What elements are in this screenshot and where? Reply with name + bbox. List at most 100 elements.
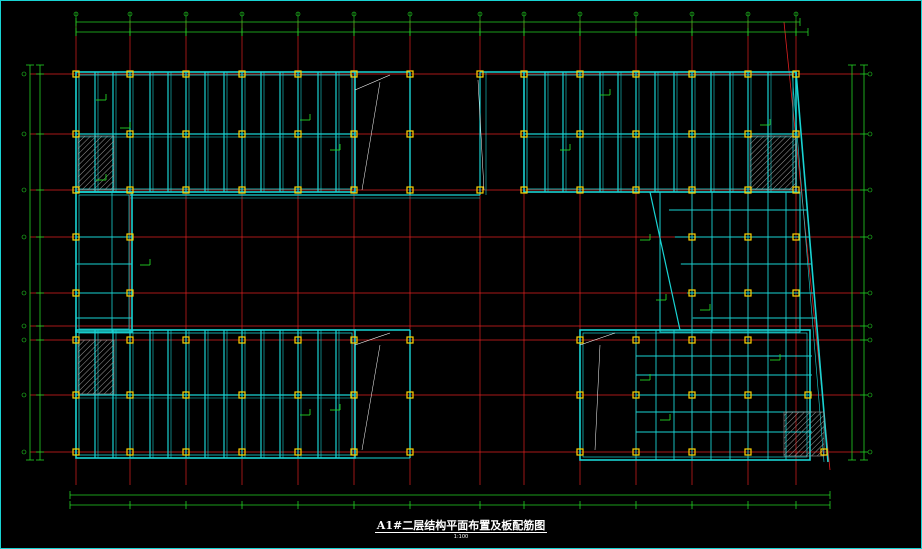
column-marker bbox=[72, 289, 80, 297]
column-marker bbox=[632, 391, 640, 399]
column-marker bbox=[406, 186, 414, 194]
beam-outline bbox=[75, 329, 356, 459]
axis-bubble bbox=[21, 337, 27, 343]
column-marker bbox=[350, 130, 358, 138]
column-marker bbox=[688, 391, 696, 399]
column-marker bbox=[744, 391, 752, 399]
column-marker bbox=[792, 70, 800, 78]
column-marker bbox=[238, 186, 246, 194]
column-marker bbox=[744, 130, 752, 138]
stair-line bbox=[361, 81, 381, 191]
column-marker bbox=[688, 186, 696, 194]
axis-bubble bbox=[21, 187, 27, 193]
column-marker bbox=[688, 70, 696, 78]
stair-line bbox=[477, 79, 485, 191]
column-marker bbox=[238, 391, 246, 399]
column-marker bbox=[406, 336, 414, 344]
column-marker bbox=[476, 70, 484, 78]
column-marker bbox=[576, 130, 584, 138]
column-marker bbox=[72, 391, 80, 399]
column-marker bbox=[72, 336, 80, 344]
column-marker bbox=[520, 70, 528, 78]
column-marker bbox=[350, 336, 358, 344]
stair-line bbox=[361, 344, 381, 451]
column-marker bbox=[744, 289, 752, 297]
column-marker bbox=[72, 70, 80, 78]
beam-inner bbox=[78, 194, 130, 330]
beam-inner bbox=[78, 74, 353, 190]
column-marker bbox=[632, 448, 640, 456]
column-marker bbox=[632, 336, 640, 344]
column-marker bbox=[294, 130, 302, 138]
column-marker bbox=[406, 70, 414, 78]
column-marker bbox=[804, 391, 812, 399]
axis-bubble bbox=[477, 11, 483, 17]
column-marker bbox=[576, 70, 584, 78]
column-marker bbox=[576, 186, 584, 194]
hatch-slab bbox=[749, 135, 797, 191]
column-marker bbox=[294, 391, 302, 399]
column-marker bbox=[792, 289, 800, 297]
axis-bubble bbox=[183, 11, 189, 17]
column-marker bbox=[350, 391, 358, 399]
column-marker bbox=[294, 336, 302, 344]
column-marker bbox=[126, 448, 134, 456]
column-marker bbox=[688, 130, 696, 138]
column-marker bbox=[126, 70, 134, 78]
column-marker bbox=[744, 336, 752, 344]
column-marker bbox=[126, 233, 134, 241]
axis-bubble bbox=[239, 11, 245, 17]
column-marker bbox=[744, 70, 752, 78]
column-marker bbox=[406, 130, 414, 138]
column-marker bbox=[688, 289, 696, 297]
axis-bubble bbox=[21, 234, 27, 240]
axis-bubble bbox=[21, 290, 27, 296]
column-marker bbox=[294, 70, 302, 78]
hatch-slab bbox=[77, 339, 115, 395]
axis-bubble bbox=[407, 11, 413, 17]
column-marker bbox=[406, 448, 414, 456]
column-marker bbox=[126, 336, 134, 344]
axis-bubble bbox=[793, 11, 799, 17]
beam-slanted bbox=[649, 191, 681, 331]
column-marker bbox=[350, 186, 358, 194]
column-marker bbox=[238, 336, 246, 344]
column-marker bbox=[238, 70, 246, 78]
beam-outline bbox=[75, 71, 356, 193]
column-marker bbox=[576, 448, 584, 456]
column-marker bbox=[350, 70, 358, 78]
hatch-slab bbox=[783, 411, 825, 457]
axis-bubble bbox=[633, 11, 639, 17]
axis-bubble bbox=[867, 131, 873, 137]
column-marker bbox=[744, 233, 752, 241]
column-marker bbox=[792, 186, 800, 194]
axis-bubble bbox=[689, 11, 695, 17]
column-marker bbox=[238, 448, 246, 456]
column-marker bbox=[576, 336, 584, 344]
column-marker bbox=[182, 336, 190, 344]
column-marker bbox=[632, 130, 640, 138]
column-marker bbox=[744, 448, 752, 456]
axis-bubble bbox=[867, 187, 873, 193]
column-marker bbox=[820, 448, 828, 456]
stair-line bbox=[579, 332, 616, 346]
column-marker bbox=[126, 391, 134, 399]
axis-bubble bbox=[21, 449, 27, 455]
axis-bubble bbox=[351, 11, 357, 17]
beam-inner bbox=[78, 332, 353, 456]
axis-bubble bbox=[21, 392, 27, 398]
column-marker bbox=[688, 448, 696, 456]
column-marker bbox=[72, 448, 80, 456]
column-marker bbox=[576, 391, 584, 399]
column-marker bbox=[182, 391, 190, 399]
axis-bubble bbox=[521, 11, 527, 17]
column-marker bbox=[182, 186, 190, 194]
column-marker bbox=[688, 336, 696, 344]
hatch-slab bbox=[77, 135, 115, 191]
column-marker bbox=[520, 130, 528, 138]
column-marker bbox=[476, 186, 484, 194]
column-marker bbox=[238, 130, 246, 138]
column-marker bbox=[294, 186, 302, 194]
stair-line bbox=[594, 344, 601, 451]
